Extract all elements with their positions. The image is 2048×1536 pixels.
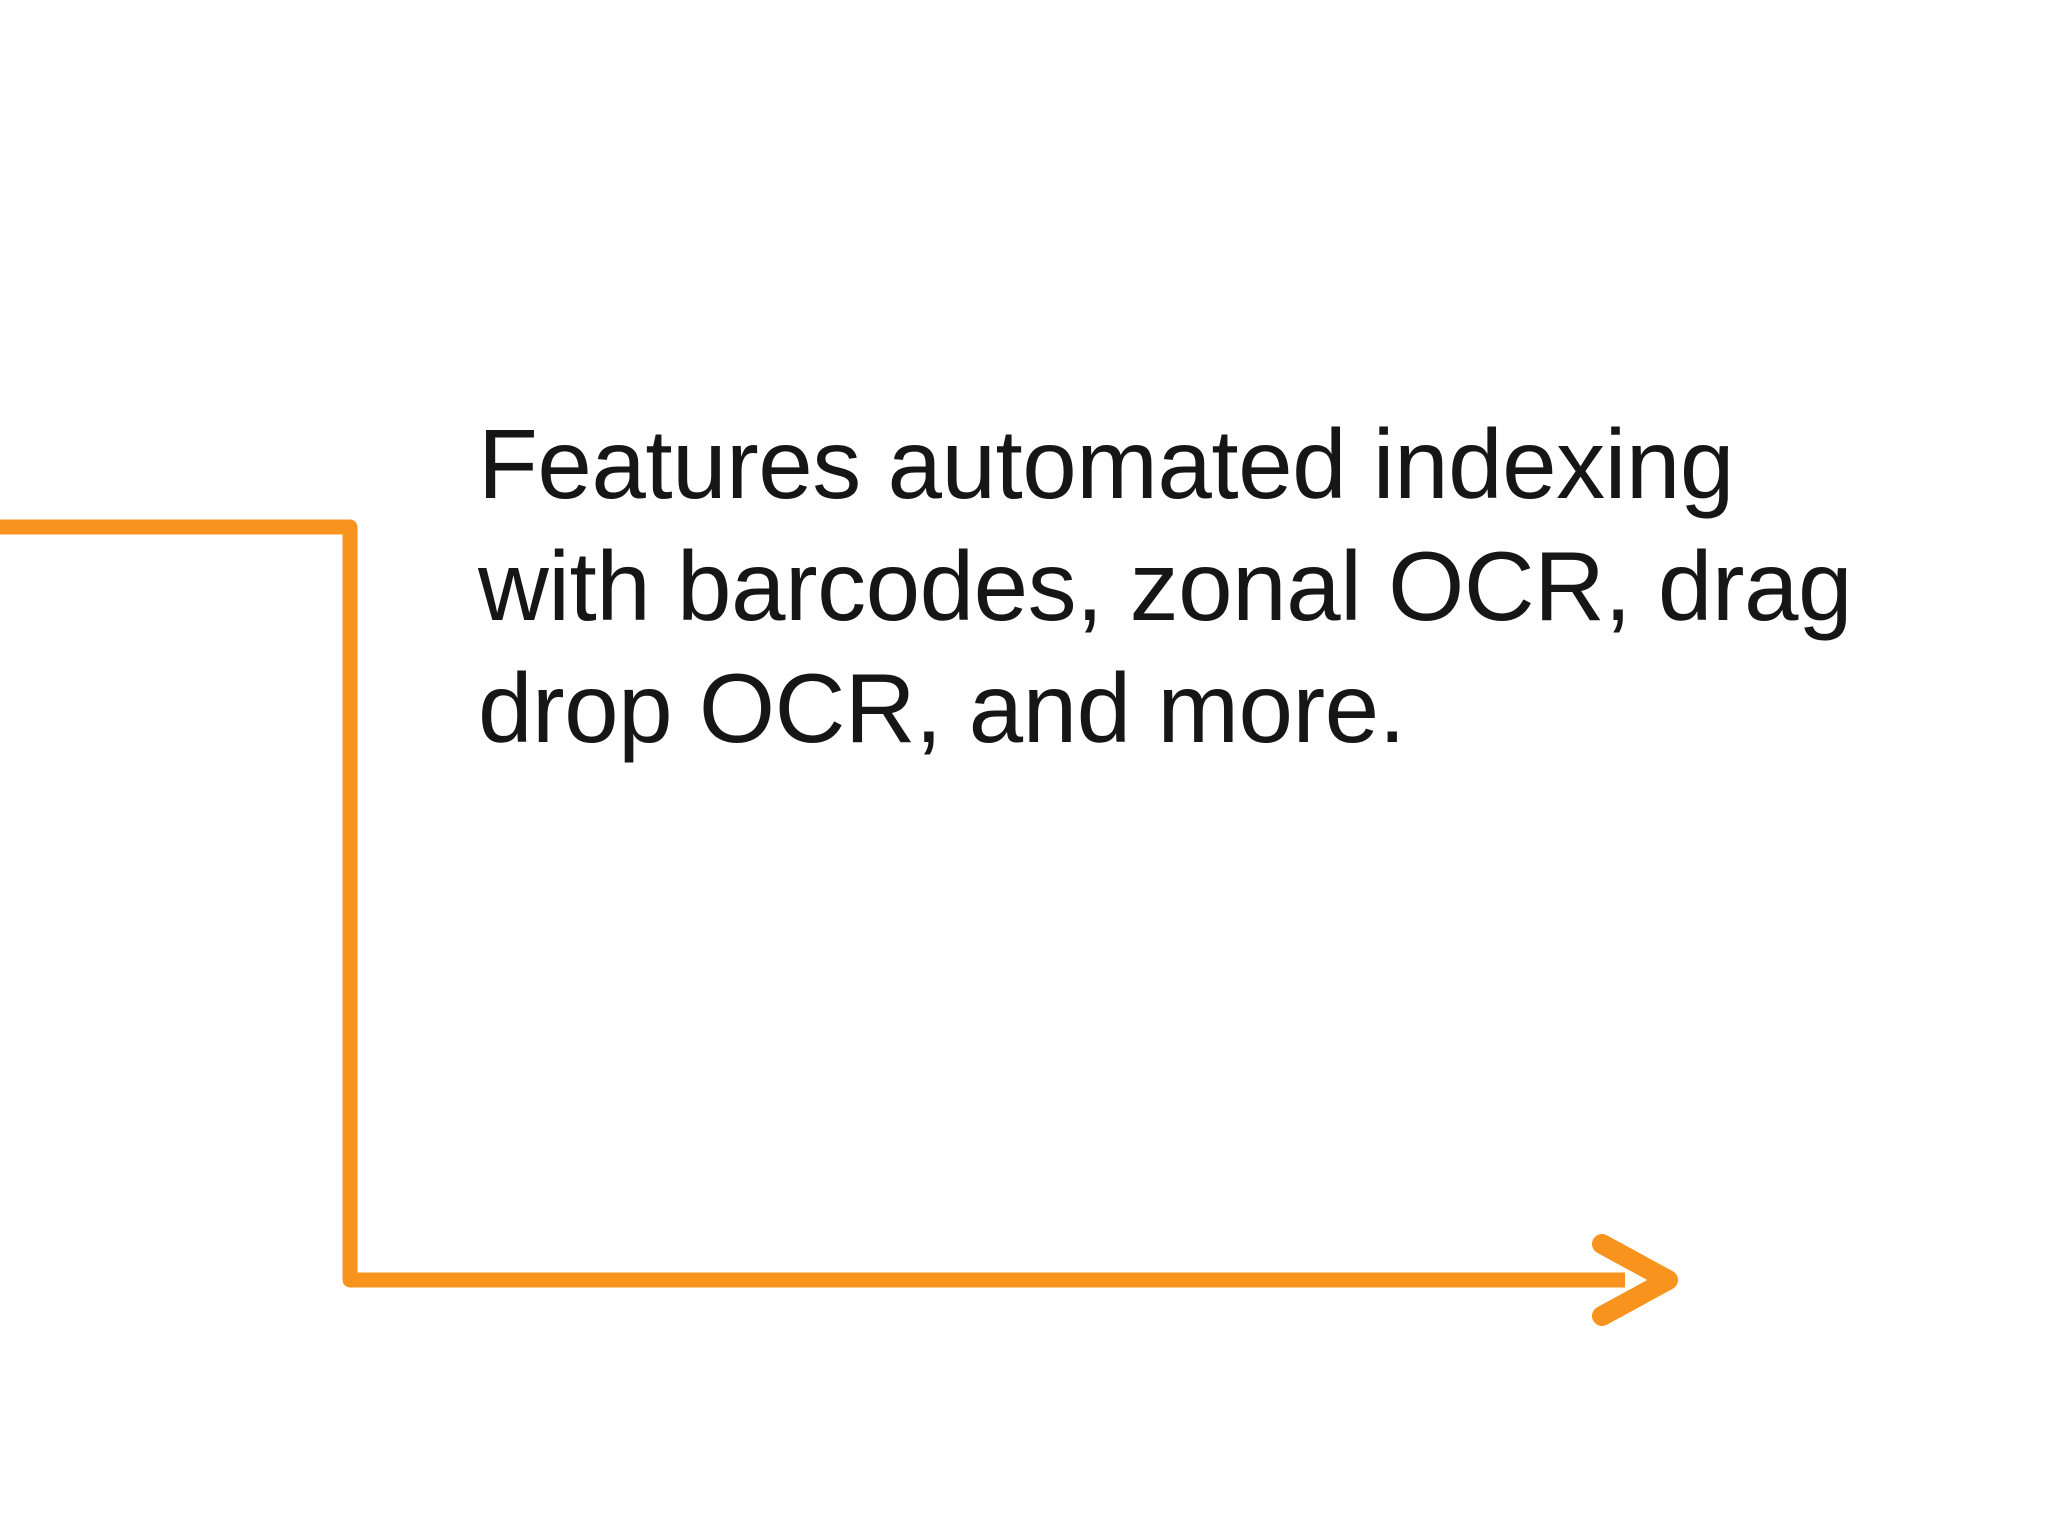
arrow-head-icon xyxy=(1592,1234,1678,1326)
feature-description-line-1: Features automated indexing xyxy=(478,409,1734,519)
feature-description: Features automated indexing with barcode… xyxy=(478,403,1938,769)
feature-description-line-3: drop OCR, and more. xyxy=(478,653,1406,763)
feature-description-line-2: with barcodes, zonal OCR, drag xyxy=(478,531,1853,641)
